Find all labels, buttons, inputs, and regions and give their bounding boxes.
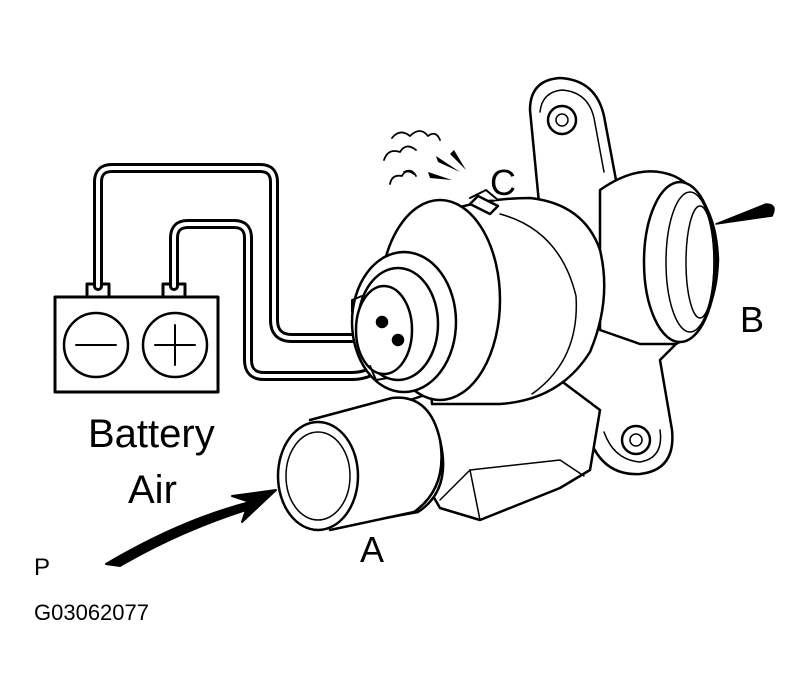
- wire-positive: [169, 219, 403, 381]
- port-a-pipe: [276, 396, 445, 532]
- connector-pin-negative: [375, 315, 389, 329]
- port-b-label: B: [740, 299, 765, 340]
- upper-bolt-hole: [546, 104, 578, 136]
- lower-bolt-hole: [620, 424, 652, 456]
- connector: [350, 250, 458, 394]
- corner-mark: P: [34, 554, 51, 581]
- wire-negative: [93, 163, 387, 343]
- air-puffs: [383, 130, 441, 185]
- battery-positive-circle: [141, 311, 209, 379]
- figure-id: G03062077: [34, 600, 149, 625]
- port-b-housing: [598, 170, 720, 346]
- port-c-label: C: [490, 162, 516, 203]
- port-b-pointer-arrow: [715, 203, 775, 225]
- battery-label: Battery: [88, 412, 215, 456]
- air-flow-arrow: [105, 489, 277, 567]
- air-label: Air: [128, 468, 177, 512]
- battery-negative-circle: [62, 311, 130, 379]
- port-c-nozzle: [468, 194, 500, 216]
- connector-pin-positive: [391, 333, 405, 347]
- port-a-opening: [276, 420, 360, 532]
- port-a-label: A: [360, 529, 385, 570]
- battery: [53, 282, 220, 394]
- air-exhaust-marks: [428, 150, 466, 180]
- plus-icon: [154, 324, 196, 366]
